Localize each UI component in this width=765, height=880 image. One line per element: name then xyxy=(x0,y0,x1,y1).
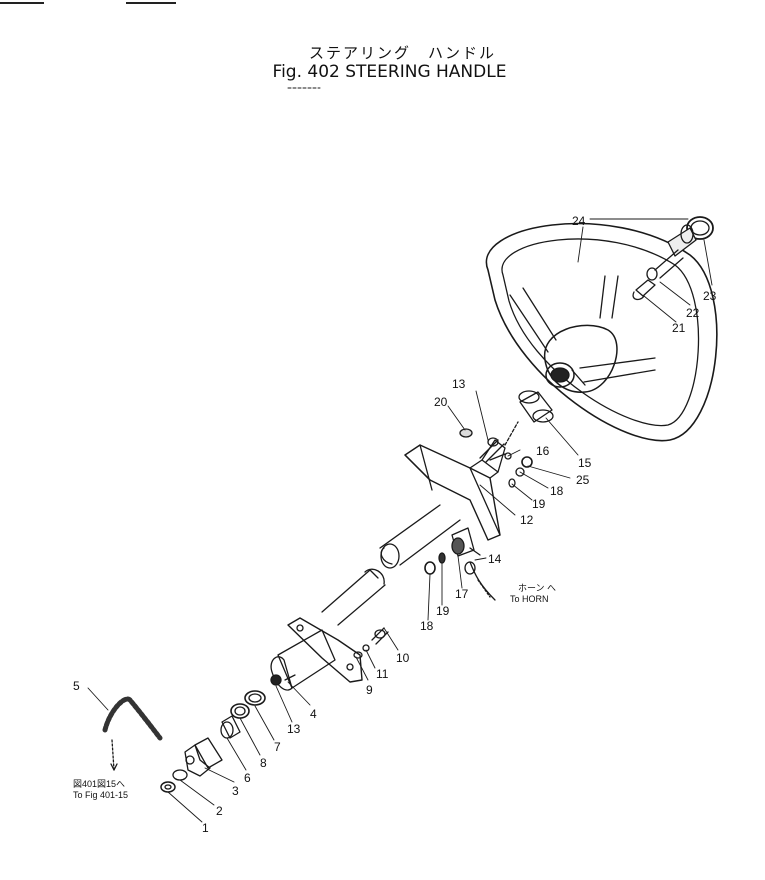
figure-title: Fig. 402 STEERING HANDLE xyxy=(272,62,507,82)
part-label-7: 7 xyxy=(274,740,281,754)
upper-small-parts xyxy=(459,428,533,488)
column-bracket-12 xyxy=(404,439,506,541)
part-label-2: 2 xyxy=(216,804,223,818)
steering-column-upper xyxy=(379,504,461,569)
part-label-3: 3 xyxy=(232,784,239,798)
part-label-21: 21 xyxy=(672,321,686,335)
bushing-15 xyxy=(504,390,554,446)
part-label-11: 11 xyxy=(376,667,389,681)
part-label-19-lower: 19 xyxy=(436,604,450,618)
note-to-horn: To HORN xyxy=(510,594,549,604)
note-to-fig: To Fig 401-15 xyxy=(73,790,129,800)
steering-column-lower xyxy=(270,568,386,691)
part-label-24: 24 xyxy=(572,214,586,228)
note-to-horn-japanese: ホーン へ xyxy=(518,583,557,593)
part-label-5: 5 xyxy=(73,679,80,693)
part-label-13-lower: 13 xyxy=(287,722,301,736)
part-label-17: 17 xyxy=(455,587,469,601)
part-label-4: 4 xyxy=(310,707,317,721)
header-rule-left xyxy=(0,2,44,4)
note-to-fig-japanese: 図401図15へ xyxy=(73,779,126,789)
part-label-22: 22 xyxy=(686,306,700,320)
bolt-and-washers xyxy=(353,627,389,659)
horn-button-parts xyxy=(632,216,714,301)
part-label-25: 25 xyxy=(576,473,590,487)
part-label-16: 16 xyxy=(536,444,550,458)
part-label-15: 15 xyxy=(578,456,592,470)
horn-switch-17 xyxy=(424,527,496,601)
chain-5 xyxy=(102,696,163,771)
figure-title-japanese: ステアリング ハンドル xyxy=(308,44,496,62)
part-label-18-lower: 18 xyxy=(420,619,434,633)
part-label-10: 10 xyxy=(396,651,410,665)
part-label-13-upper: 13 xyxy=(452,377,466,391)
lower-bearing-parts xyxy=(160,690,266,793)
steering-wheel xyxy=(485,222,718,442)
part-label-20: 20 xyxy=(434,395,448,409)
part-label-8: 8 xyxy=(260,756,267,770)
part-label-18-upper: 18 xyxy=(550,484,564,498)
part-label-19-upper: 19 xyxy=(532,497,546,511)
part-label-1: 1 xyxy=(202,821,209,835)
leader-lines xyxy=(87,218,713,823)
part-label-23: 23 xyxy=(703,289,717,303)
header-rule-right xyxy=(126,2,176,4)
part-label-14: 14 xyxy=(488,552,502,566)
part-label-9: 9 xyxy=(366,683,373,697)
part-label-12: 12 xyxy=(520,513,534,527)
part-label-6: 6 xyxy=(244,771,251,785)
